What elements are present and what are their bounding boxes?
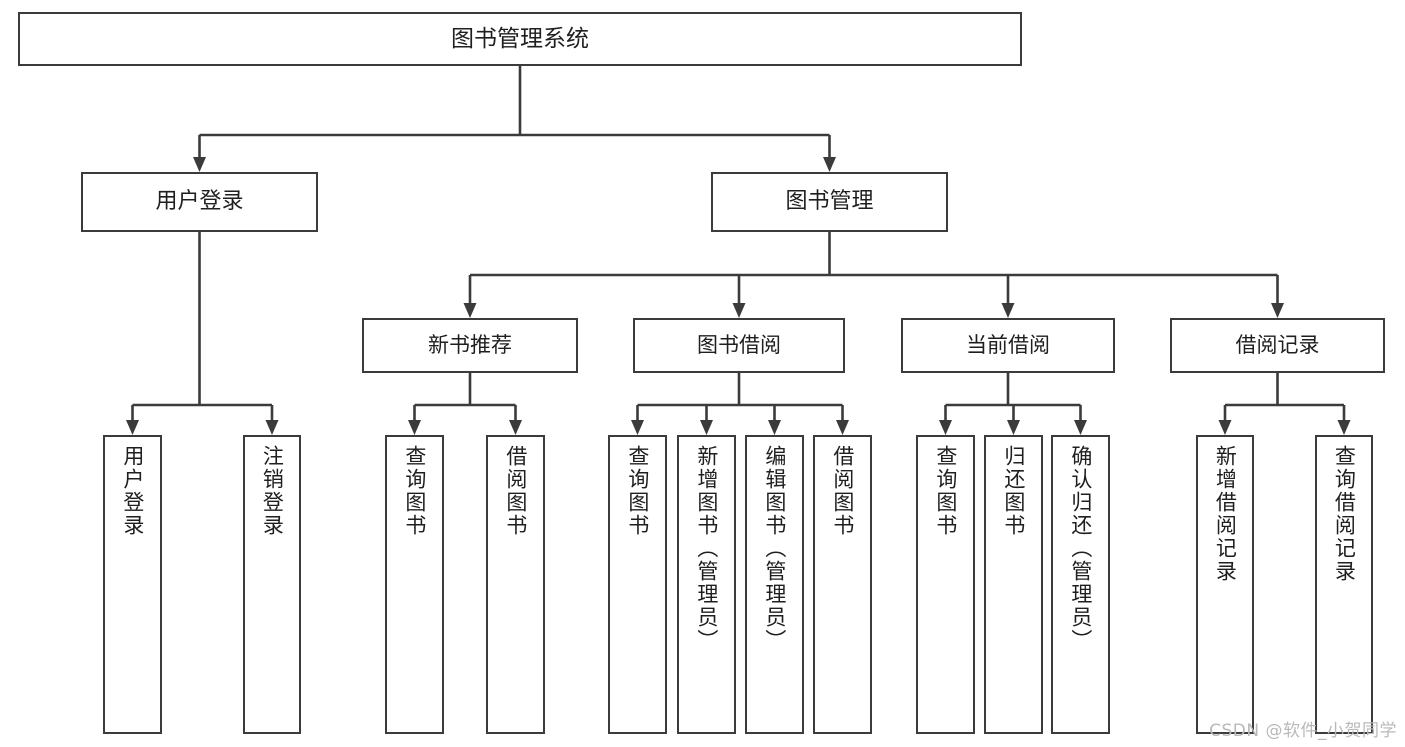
node-label: 用户登录 [120,445,145,537]
connector-arrowhead [939,420,952,435]
connector-arrowhead [732,303,746,318]
connector-arrowhead [700,420,713,435]
connector-arrowhead [1007,420,1020,435]
node-label: 编辑图书（管理员） [762,445,787,652]
node-l3-图书借阅[interactable]: 图书借阅 [633,318,845,373]
connector-arrowhead [1271,303,1284,318]
node-label: 查询图书 [402,445,427,537]
node-leaf-新增图书管理员[interactable]: 新增图书（管理员） [677,435,736,734]
node-leaf-编辑图书管理员[interactable]: 编辑图书（管理员） [745,435,804,734]
node-label: 新增图书（管理员） [694,445,719,652]
node-label: 归还图书 [1001,445,1026,537]
node-leaf-查询图书[interactable]: 查询图书 [385,435,444,734]
node-l3-借阅记录[interactable]: 借阅记录 [1170,318,1385,373]
node-label: 确认归还（管理员） [1068,445,1093,652]
connector-arrowhead [265,420,279,435]
node-label: 图书借阅 [697,333,781,358]
node-leaf-查询借阅记录[interactable]: 查询借阅记录 [1315,435,1373,734]
connector-arrowhead [823,157,836,172]
node-leaf-用户登录[interactable]: 用户登录 [103,435,162,734]
connector-arrowhead [1001,303,1015,318]
node-label: 借阅图书 [830,445,855,537]
connector-arrowhead [463,303,477,318]
connector-arrowhead [768,420,781,435]
node-label: 图书管理 [785,189,874,215]
connector-arrowhead [126,420,139,435]
connector-arrowhead [1337,420,1351,435]
node-root-book-management-system[interactable]: 图书管理系统 [18,12,1022,66]
connector-arrowhead [193,157,206,172]
node-label: 用户登录 [155,189,244,215]
node-label: 当前借阅 [966,333,1050,358]
node-leaf-归还图书[interactable]: 归还图书 [984,435,1043,734]
node-leaf-借阅图书[interactable]: 借阅图书 [486,435,545,734]
node-leaf-新增借阅记录[interactable]: 新增借阅记录 [1196,435,1254,734]
connector-arrowhead [1218,420,1232,435]
node-label: 新书推荐 [428,333,512,358]
connector-arrowhead [509,420,522,435]
connector-arrowhead [631,420,644,435]
node-label: 查询图书 [933,445,958,537]
node-leaf-借阅图书[interactable]: 借阅图书 [813,435,872,734]
watermark: CSDN @软件_小贺同学 [1209,721,1397,741]
connector-arrowhead [408,420,421,435]
node-l2-图书管理[interactable]: 图书管理 [711,172,948,232]
node-leaf-查询图书[interactable]: 查询图书 [608,435,667,734]
node-leaf-注销登录[interactable]: 注销登录 [243,435,301,734]
node-label: 借阅记录 [1235,333,1320,358]
node-label: 新增借阅记录 [1213,445,1238,583]
node-l3-当前借阅[interactable]: 当前借阅 [901,318,1115,373]
node-leaf-查询图书[interactable]: 查询图书 [916,435,975,734]
node-l3-新书推荐[interactable]: 新书推荐 [362,318,578,373]
connector-arrowhead [1074,420,1087,435]
node-label: 借阅图书 [503,445,528,537]
node-label: 注销登录 [260,445,285,537]
node-leaf-确认归还管理员[interactable]: 确认归还（管理员） [1051,435,1110,734]
node-root-label: 图书管理系统 [451,25,589,52]
connector-arrowhead [836,420,849,435]
node-label: 查询图书 [625,445,650,537]
node-l2-用户登录[interactable]: 用户登录 [81,172,318,232]
node-label: 查询借阅记录 [1332,445,1357,583]
